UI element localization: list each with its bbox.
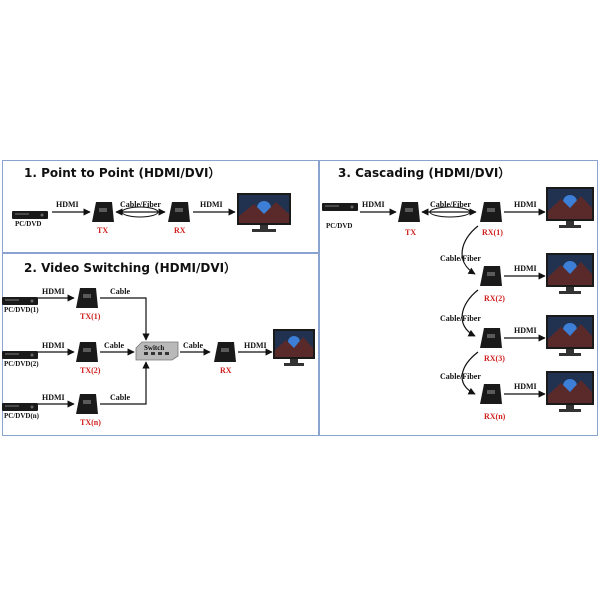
transmitter-icon [74, 392, 100, 420]
sw-cable-1 [100, 297, 150, 341]
cas-rx-2-label: RX(2) [484, 294, 505, 303]
cas-link-2-3 [461, 289, 479, 337]
p2p-hdmi-out-label: HDMI [200, 200, 223, 209]
cas-link-3-n-label: Cable/Fiber [440, 372, 481, 381]
switch-source-2-label: PC/DVD(2) [4, 360, 39, 368]
cas-link-1-2-label: Cable/Fiber [440, 254, 481, 263]
switch-rx-label: RX [220, 366, 232, 375]
transmitter-icon [74, 340, 100, 368]
cas-link-2-3-label: Cable/Fiber [440, 314, 481, 323]
switch-cable-2-label: Cable [104, 341, 124, 350]
transmitter-icon [396, 200, 422, 228]
cas-rx-1-label: RX(1) [482, 228, 503, 237]
p2p-rx-label: RX [174, 226, 186, 235]
cas-hdmi-out-1-label: HDMI [514, 200, 537, 209]
cas-link-loop [429, 206, 471, 218]
switch-hdmi-n-label: HDMI [42, 393, 65, 402]
switch-hdmi-1-label: HDMI [42, 287, 65, 296]
switch-tx-1-label: TX(1) [80, 312, 101, 321]
switch-hdmi-out-label: HDMI [244, 341, 267, 350]
receiver-icon [478, 326, 504, 354]
switch-source-1-label: PC/DVD(1) [4, 306, 39, 314]
switch-tx-n-label: TX(n) [80, 418, 101, 427]
switching-title: 2. Video Switching (HDMI/DVI） [24, 261, 237, 275]
switch-cable-1-label: Cable [110, 287, 130, 296]
panel-video-switching [2, 252, 320, 436]
cas-hdmi-in-label: HDMI [362, 200, 385, 209]
p2p-tx-label: TX [97, 226, 109, 235]
cas-hdmi-out-n-label: HDMI [514, 382, 537, 391]
cas-source-label: PC/DVD [326, 222, 353, 230]
p2p-hdmi-in-label: HDMI [56, 200, 79, 209]
switch-hdmi-2-label: HDMI [42, 341, 65, 350]
monitor-icon [545, 314, 595, 362]
monitor-icon [236, 192, 292, 238]
p2p-source-label: PC/DVD [15, 220, 42, 228]
cas-link-1-2 [461, 225, 479, 275]
receiver-icon [478, 264, 504, 292]
p2p-link-label: Cable/Fiber [120, 200, 161, 209]
receiver-icon [212, 340, 238, 368]
transmitter-icon [74, 286, 100, 314]
monitor-icon [272, 328, 316, 372]
dvd-player-icon [12, 206, 48, 225]
switch-source-n-label: PC/DVD(n) [4, 412, 39, 420]
dvd-player-icon [322, 198, 358, 217]
switch-label: Switch [144, 344, 165, 352]
dvd-player-icon [2, 398, 38, 417]
cas-link-label: Cable/Fiber [430, 200, 471, 209]
switch-cable-out-label: Cable [183, 341, 203, 350]
receiver-icon [166, 200, 192, 228]
network-switch-icon [134, 340, 180, 366]
monitor-icon [545, 370, 595, 418]
cascading-title: 3. Cascading (HDMI/DVI） [338, 166, 511, 180]
transmitter-icon [90, 200, 116, 228]
p2p-title: 1. Point to Point (HDMI/DVI） [24, 166, 221, 180]
cas-hdmi-out-2-label: HDMI [514, 264, 537, 273]
sw-cable-n [100, 361, 150, 405]
monitor-icon [545, 186, 595, 234]
dvd-player-icon [2, 346, 38, 365]
panel-cascading [318, 160, 598, 436]
cas-hdmi-out-3-label: HDMI [514, 326, 537, 335]
dvd-player-icon [2, 292, 38, 311]
panel-point-to-point [2, 160, 320, 254]
switch-tx-2-label: TX(2) [80, 366, 101, 375]
cas-rx-n-label: RX(n) [484, 412, 506, 421]
monitor-icon [545, 252, 595, 300]
cas-link-3-n [461, 351, 479, 395]
receiver-icon [478, 382, 504, 410]
p2p-link-loop [121, 206, 159, 218]
receiver-icon [478, 200, 504, 228]
cas-tx-label: TX [405, 228, 417, 237]
switch-cable-n-label: Cable [110, 393, 130, 402]
cas-rx-3-label: RX(3) [484, 354, 505, 363]
